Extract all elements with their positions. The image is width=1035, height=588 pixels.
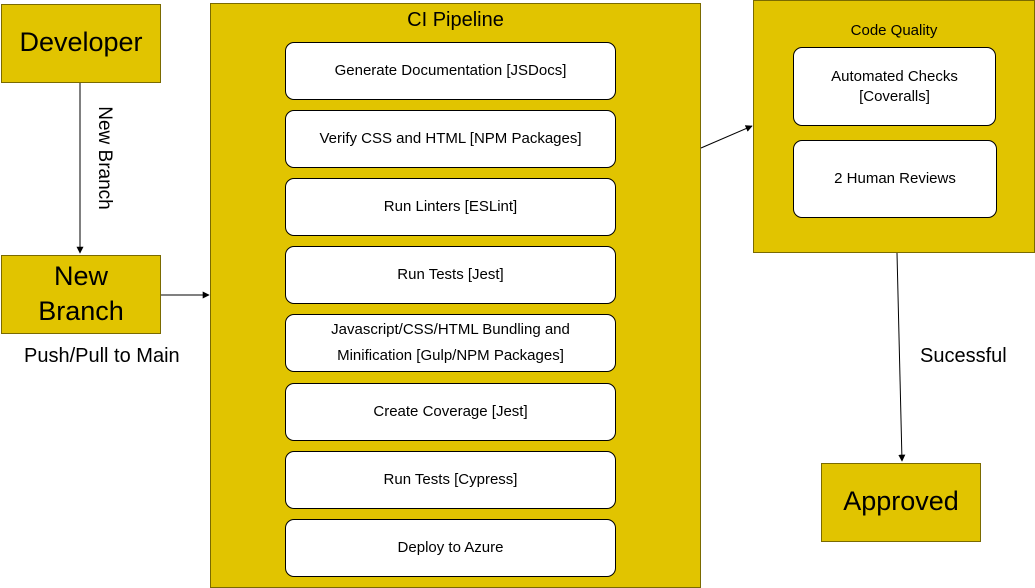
developer-label: Developer <box>19 27 143 57</box>
edge-label-new-branch: New Branch <box>94 106 115 210</box>
developer-node: Developer <box>1 4 161 83</box>
step-generate-documentation: Generate Documentation [JSDocs] <box>285 42 616 100</box>
ci-pipeline-title: CI Pipeline <box>407 9 504 31</box>
new-branch-label-line2: Branch <box>38 296 124 326</box>
approved-node: Approved <box>821 463 981 542</box>
new-branch-label-line1: New <box>53 261 108 291</box>
edge-label-push-pull: Push/Pull to Main <box>24 345 180 367</box>
check-automated: Automated Checks [Coveralls] <box>793 47 996 126</box>
code-quality-title: Code Quality <box>850 22 938 39</box>
step-run-linters: Run Linters [ESLint] <box>285 178 616 236</box>
step-bundling-line2: Minification [Gulp/NPM Packages] <box>337 347 564 364</box>
check-human-reviews: 2 Human Reviews <box>793 140 997 218</box>
step-create-coverage: Create Coverage [Jest] <box>285 383 616 441</box>
check-automated-line1: Automated Checks <box>831 67 958 85</box>
step-bundling-minification: Javascript/CSS/HTML Bundling and Minific… <box>285 314 616 372</box>
step-deploy-azure: Deploy to Azure <box>285 519 616 577</box>
step-bundling-line1: Javascript/CSS/HTML Bundling and <box>331 321 570 338</box>
step-verify-css-html: Verify CSS and HTML [NPM Packages] <box>285 110 616 168</box>
approved-label: Approved <box>843 486 959 516</box>
edge-label-successful: Sucessful <box>920 345 1007 367</box>
step-run-tests-cypress: Run Tests [Cypress] <box>285 451 616 509</box>
arrow-ci-pipeline-to-code-quality <box>700 125 753 149</box>
check-automated-line2: [Coveralls] <box>859 87 930 105</box>
arrow-code-quality-to-approved <box>896 252 906 462</box>
step-run-tests-jest: Run Tests [Jest] <box>285 246 616 304</box>
new-branch-node: New Branch <box>1 255 161 334</box>
